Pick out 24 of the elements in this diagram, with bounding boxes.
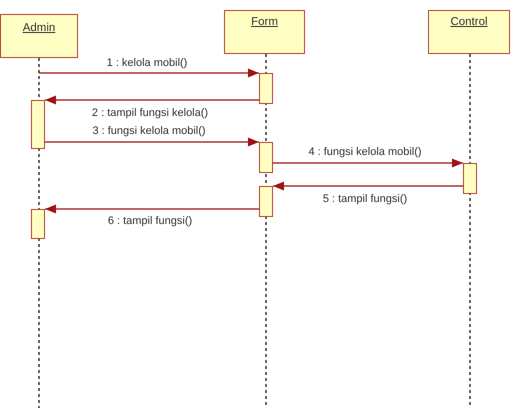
activation-bar — [463, 163, 477, 194]
activation-bar — [31, 100, 45, 149]
participant-name: Form — [250, 16, 279, 28]
participant-box — [0, 14, 78, 58]
message-label: 4 : fungsi kelola mobil() — [308, 146, 422, 158]
message-arrow — [39, 68, 259, 78]
message-arrow — [273, 158, 463, 168]
message-arrow — [45, 204, 259, 214]
participant-name: Control — [449, 16, 489, 28]
activation-bar — [259, 142, 273, 173]
message-label: 1 : kelola mobil() — [106, 57, 188, 69]
participant-box — [428, 10, 510, 54]
message-arrow — [273, 182, 463, 190]
activation-bar — [31, 209, 45, 239]
activation-bar — [259, 73, 273, 104]
message-label: 2 : tampil fungsi kelola() — [92, 107, 208, 119]
participant-box — [224, 10, 305, 54]
participant-name: Admin — [22, 22, 56, 34]
message-label: 5 : tampil fungsi() — [322, 193, 408, 205]
message-label: 6 : tampil fungsi() — [108, 215, 192, 227]
activation-bar — [259, 186, 273, 217]
message-arrow — [45, 96, 259, 104]
message-arrow — [45, 138, 259, 146]
message-label: 3 : fungsi kelola mobil() — [92, 125, 206, 137]
